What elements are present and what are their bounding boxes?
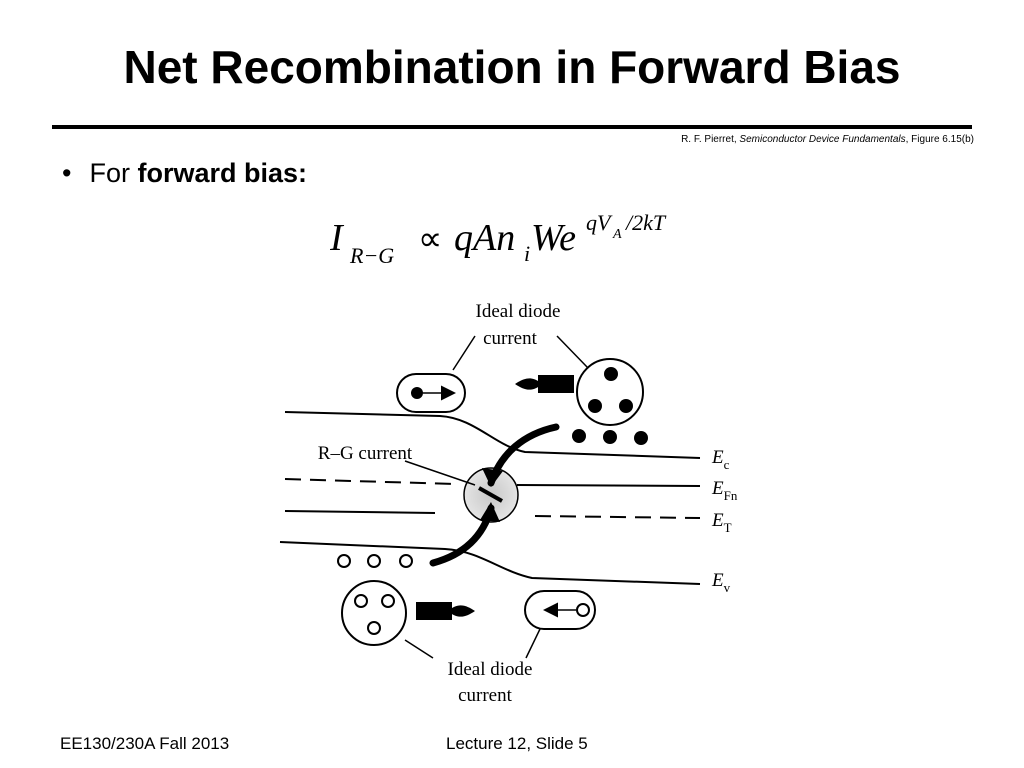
eq-current-subscript: R−G: [349, 243, 394, 268]
label-ev: Ev: [711, 570, 731, 595]
vb-hole-3: [399, 554, 413, 568]
eq-proportional: ∝: [418, 221, 442, 258]
top-label-leader-right: [556, 335, 589, 369]
label-et-sub: T: [724, 520, 732, 535]
cb-electron-2: [603, 430, 617, 444]
figure-citation: R. F. Pierret, Semiconductor Device Fund…: [681, 134, 974, 145]
hole-cluster-circle: [341, 580, 407, 646]
rg-trap-level-dash: [478, 486, 503, 503]
bottom-flow-arrow-head: [448, 605, 475, 617]
rg-electron-capture-arrowhead: [482, 468, 503, 487]
label-ev-sub: v: [724, 580, 731, 595]
label-efn: EFn: [711, 478, 738, 503]
eq-body: qAn: [454, 217, 515, 259]
eq-exponent: qV: [586, 210, 613, 235]
cluster-electron-1: [604, 367, 618, 381]
electron-dot: [411, 387, 423, 399]
cluster-hole-2: [381, 594, 395, 608]
bottom-flow-arrow-body: [416, 602, 452, 620]
vb-hole-2: [367, 554, 381, 568]
slide-title: Net Recombination in Forward Bias: [123, 41, 901, 93]
top-flow-arrow-head: [515, 378, 542, 390]
label-et-main: E: [711, 510, 724, 531]
cluster-hole-1: [354, 594, 368, 608]
label-ec-main: E: [711, 447, 724, 468]
electron-quasi-fermi-level-left: [284, 478, 456, 485]
cluster-hole-3: [367, 621, 381, 635]
cluster-electron-3: [619, 399, 633, 413]
conduction-band-edge: [284, 411, 701, 459]
eq-exponent-subscript: A: [612, 227, 622, 242]
title-divider: [52, 125, 972, 129]
eq-exponent-rest: /2kT: [624, 210, 667, 235]
rg-hole-capture-arrowhead: [480, 502, 500, 522]
intrinsic-level-left: [284, 510, 436, 514]
label-ec: Ec: [711, 447, 730, 472]
footer-slide-number: Lecture 12, Slide 5: [446, 734, 588, 753]
eq-body-subscript: i: [524, 241, 530, 266]
top-label-leader-left: [452, 335, 476, 371]
top-flow-arrow-body: [538, 375, 574, 393]
bottom-label-line1: Ideal diode: [448, 659, 533, 680]
bullet-text: For: [89, 158, 138, 188]
cb-electron-1: [572, 429, 586, 443]
hole-dot: [576, 603, 590, 617]
rg-label-leader: [404, 460, 476, 486]
label-efn-main: E: [711, 478, 724, 499]
trap-energy-level: [534, 515, 701, 519]
footer-course: EE130/230A Fall 2013: [60, 734, 230, 753]
label-ev-main: E: [711, 570, 724, 591]
electron-quasi-fermi-level-right: [516, 484, 701, 487]
rg-current-label: R–G current: [318, 443, 413, 464]
bullet-forward-bias: • For forward bias:: [62, 158, 307, 189]
citation-figure: , Figure 6.15(b): [905, 134, 974, 145]
top-label-line1: Ideal diode: [476, 301, 561, 322]
rg-current-equation: I R−G ∝ qAn i We qV A /2kT: [330, 210, 667, 268]
bottom-label-leader-right: [525, 628, 541, 659]
bullet-emphasis: forward bias:: [137, 158, 307, 188]
cb-electron-3: [634, 431, 648, 445]
valence-band-edge: [279, 541, 701, 585]
top-label-line2: current: [483, 328, 538, 349]
cluster-electron-2: [588, 399, 602, 413]
band-diagram-figure: Ideal diode current R–G current: [279, 301, 738, 706]
bottom-label-leader-left: [404, 639, 434, 659]
eq-current-symbol: I: [330, 217, 345, 259]
citation-book: Semiconductor Device Fundamentals: [739, 134, 906, 145]
label-ec-sub: c: [724, 457, 730, 472]
label-efn-sub: Fn: [724, 488, 738, 503]
citation-author: R. F. Pierret,: [681, 134, 740, 145]
bottom-label-line2: current: [458, 685, 513, 706]
bullet-dot: •: [62, 158, 72, 188]
eq-body-rest: We: [531, 217, 576, 259]
vb-hole-1: [337, 554, 351, 568]
label-et: ET: [711, 510, 732, 535]
